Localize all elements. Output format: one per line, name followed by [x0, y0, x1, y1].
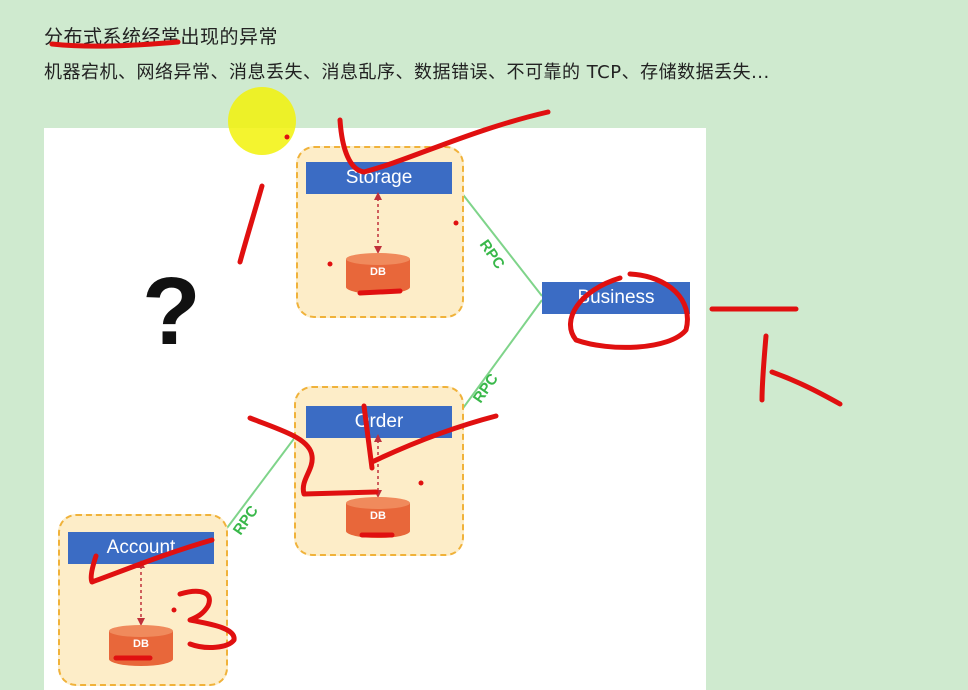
db-label: DB: [370, 266, 386, 278]
db-label: DB: [133, 638, 149, 650]
rpc-label-storage-business: RPC: [475, 236, 508, 273]
account-service[interactable]: Account: [68, 532, 214, 564]
storage-db: DB: [345, 252, 411, 294]
business-service[interactable]: Business: [542, 282, 690, 314]
db-label: DB: [370, 510, 386, 522]
order-db: DB: [345, 496, 411, 538]
database-icon: [346, 253, 410, 294]
database-icon: [346, 497, 410, 538]
rpc-label-order-business: RPC: [469, 370, 502, 407]
slide-title: 分布式系统经常出现的异常: [44, 26, 279, 48]
rpc-label-account-order: RPC: [229, 502, 262, 539]
exceptions-list: 机器宕机、网络异常、消息丢失、消息乱序、数据错误、不可靠的 TCP、存储数据丢失…: [44, 62, 770, 83]
question-mark: ?: [142, 258, 201, 365]
order-service[interactable]: Order: [306, 406, 452, 438]
account-db: DB: [108, 624, 174, 666]
storage-service[interactable]: Storage: [306, 162, 452, 194]
diagram-canvas: ? Storage DB Business Order DB Account: [44, 128, 706, 690]
